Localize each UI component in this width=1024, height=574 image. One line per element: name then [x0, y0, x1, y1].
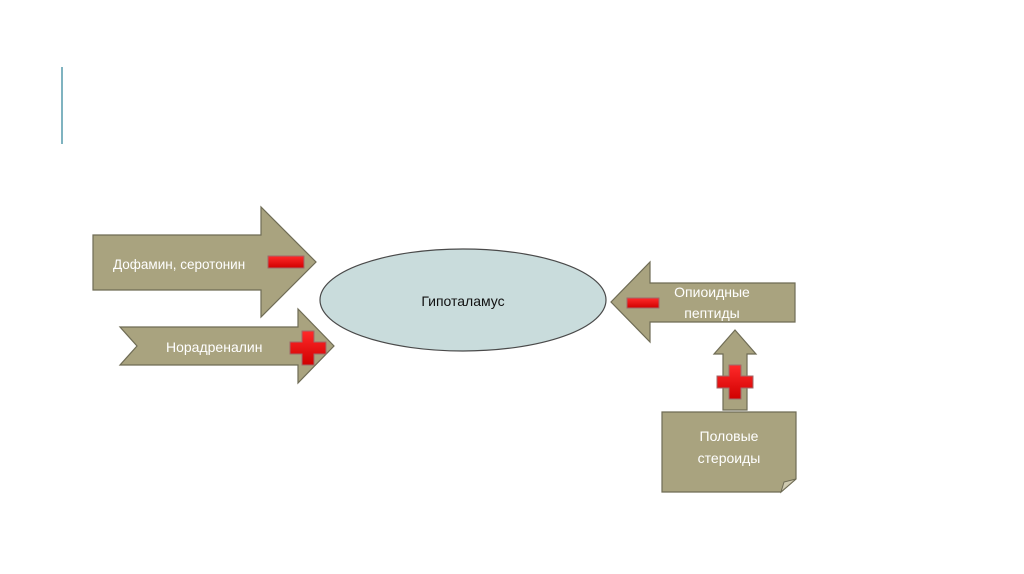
- sex-steroids-label-line1: Половые: [700, 428, 759, 444]
- minus-sign-icon: [626, 297, 660, 309]
- sex-steroids-node: Половые стероиды: [661, 411, 797, 494]
- minus-sign-icon: [267, 255, 305, 269]
- opioid-peptides-label-line1: Опиоидные: [674, 284, 750, 300]
- sex-steroids-label-line2: стероиды: [698, 450, 761, 466]
- arrow-steroids-up: [712, 329, 758, 411]
- noradrenaline-label: Норадреналин: [166, 339, 262, 355]
- arrow-opioid-peptides: Опиоидные пептиды: [610, 260, 796, 344]
- slide-accent-bar: [61, 67, 63, 144]
- plus-sign-icon: [289, 330, 327, 366]
- dopamine-serotonin-label: Дофамин, серотонин: [113, 257, 245, 272]
- hypothalamus-node: Гипоталамус: [319, 248, 607, 352]
- arrow-noradrenaline: Норадреналин: [118, 307, 335, 385]
- hypothalamus-label: Гипоталамус: [421, 293, 504, 309]
- opioid-peptides-label-line2: пептиды: [684, 305, 739, 321]
- arrow-dopamine-serotonin: Дофамин, серотонин: [92, 205, 317, 319]
- plus-sign-icon: [716, 364, 754, 400]
